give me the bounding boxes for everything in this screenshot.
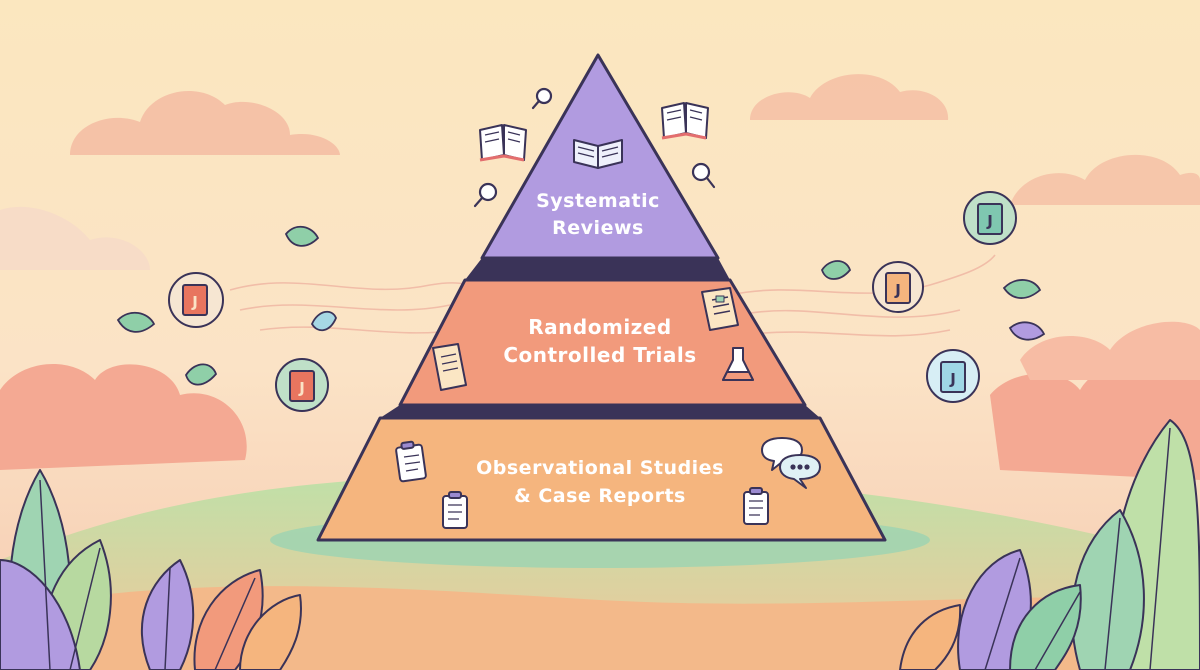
- journal-letter: J: [894, 281, 901, 299]
- tier-top-line-2: Reviews: [552, 217, 644, 239]
- bush-right-back: [990, 360, 1200, 480]
- journal-letter: J: [191, 293, 198, 311]
- leaf-icon: [284, 225, 320, 247]
- tier-gap-upper: [465, 258, 730, 280]
- leaf-icon: [1002, 279, 1042, 299]
- magnifier-icon-top: [531, 87, 553, 110]
- journal-letter: J: [949, 370, 956, 388]
- chat-bubbles-icon: [761, 437, 821, 489]
- foliage-left: [0, 469, 302, 670]
- cloud-top-right: [750, 74, 949, 120]
- tier-bottom-line-1: Observational Studies: [476, 457, 724, 479]
- leaf-icon: [821, 260, 852, 280]
- foliage-right: [899, 419, 1200, 670]
- leaf-icon: [116, 311, 156, 333]
- open-book-icon: [573, 139, 623, 169]
- cloud-top-left: [70, 90, 340, 155]
- journal-letter: J: [986, 212, 993, 230]
- journal-badge-left-upper: J: [168, 272, 224, 328]
- clipboard-icon-left: [395, 440, 427, 483]
- clipboard-icon-bottom: [442, 491, 468, 529]
- bush-right-high: [1020, 321, 1200, 380]
- tier-top-line-1: Systematic: [536, 190, 660, 212]
- magnifier-icon-left: [473, 182, 498, 208]
- journal-badge-right-middle: J: [872, 261, 924, 313]
- tier-bottom-line-2: & Case Reports: [514, 485, 686, 507]
- clipboard-icon-right: [743, 487, 769, 525]
- magnifier-icon-right: [691, 162, 716, 189]
- book-icon-right: [661, 102, 709, 140]
- cloud-right: [1010, 154, 1200, 205]
- book-icon-left: [479, 124, 527, 162]
- journal-letter: J: [298, 379, 305, 397]
- tier-middle-line-2: Controlled Trials: [503, 343, 696, 367]
- scroll-document-icon-top: [701, 287, 739, 331]
- leaf-icon: [310, 310, 337, 332]
- journal-badge-right-lower: J: [926, 349, 980, 403]
- journal-badge-left-lower: J: [275, 358, 329, 412]
- flask-icon: [722, 347, 754, 381]
- tier-middle-line-1: Randomized: [528, 315, 671, 339]
- floating-leaves: [116, 225, 1046, 386]
- bush-left-back: [0, 363, 247, 470]
- leaf-icon: [1008, 321, 1046, 341]
- scroll-document-icon-left: [432, 343, 467, 391]
- tier-gap-lower: [380, 405, 820, 418]
- cloud-left-soft: [0, 206, 150, 270]
- journal-badge-right-top: J: [963, 191, 1017, 245]
- leaf-icon: [185, 363, 218, 386]
